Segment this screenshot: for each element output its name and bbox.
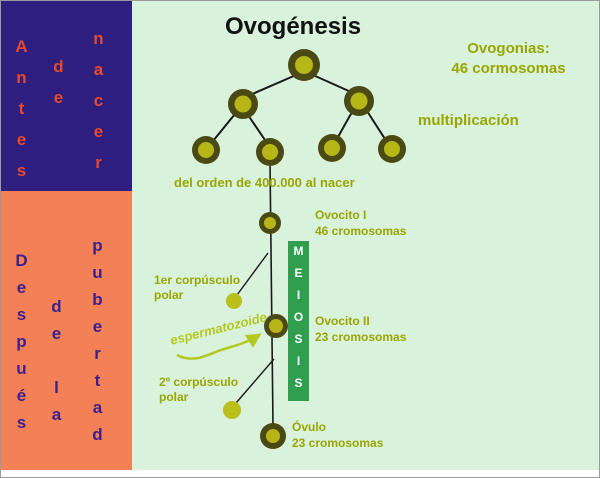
vertical-label-de: de — [49, 57, 68, 119]
ovogonias-label-line1: Ovogonias: — [467, 40, 550, 57]
meiosis-banner-text: MEIOSIS — [291, 244, 306, 398]
sperm-tail-arrow — [176, 333, 262, 360]
polar-body-2-branch — [235, 358, 275, 404]
page-title: Ovogénesis — [225, 13, 362, 40]
ovocito-1-label: Ovocito I 46 cromosomas — [315, 207, 406, 239]
panel-after-puberty: Después de la pubertad — [1, 191, 132, 470]
polar-body-1-line1: 1er corpúsculo — [154, 273, 241, 287]
ovocito-2-nucleus — [269, 319, 283, 333]
meiosis-banner: MEIOSIS — [288, 241, 309, 401]
meiosis-cells — [223, 212, 288, 449]
ovulo-chromosomes: 23 cromosomas — [292, 436, 384, 450]
connector-line — [212, 113, 236, 142]
connector-line — [312, 74, 352, 93]
connector-line — [366, 110, 386, 140]
polar-body-1-label: 1er corpúsculo polar — [154, 273, 240, 303]
ovocito-1-chromosomes: 46 cromosomas — [315, 224, 407, 238]
ovulo-name: Óvulo — [292, 420, 327, 434]
ovogonia-nucleus — [295, 56, 313, 74]
connector-line — [247, 114, 266, 141]
ovocito-1-name: Ovocito I — [315, 208, 367, 222]
polar-body-2-label: 2º corpúsculo polar — [159, 375, 238, 405]
vertical-label-pubertad: pubertad — [88, 236, 107, 452]
ovogonia-nucleus — [262, 144, 278, 160]
tree-connectors — [212, 74, 386, 427]
polar-body-1-branch — [236, 252, 269, 296]
ovogonia-nucleus — [198, 142, 214, 158]
connector-line — [337, 111, 353, 138]
ovogonias-label: Ovogonias: 46 cormosomas — [426, 39, 591, 79]
meiosis-axis-line — [269, 160, 274, 427]
connector-line — [249, 74, 297, 96]
ovogonia-nucleus — [234, 95, 252, 113]
polar-body-2 — [223, 401, 241, 419]
polar-body-2-line1: 2º corpúsculo — [159, 375, 239, 389]
ovogonia-nucleus — [324, 140, 340, 156]
ovogonia-nucleus — [384, 141, 400, 157]
polar-body-2-line2: polar — [159, 390, 189, 404]
main-background — [132, 1, 599, 470]
vertical-label-de-la: de la — [47, 297, 66, 432]
at-birth-count-label: del orden de 400.000 al nacer — [174, 175, 355, 190]
panel-before-birth: Antes de nacer — [1, 1, 132, 192]
ovogonias-label-line2: 46 cormosomas — [451, 60, 566, 77]
ovulo-nucleus — [266, 429, 280, 443]
polar-body-1 — [226, 293, 242, 309]
ovogonia-nucleus — [350, 92, 368, 110]
polar-body-1-line2: polar — [154, 288, 184, 302]
ovocito-2-label: Ovocito II 23 cromosomas — [315, 313, 406, 345]
vertical-label-despues: Después — [12, 251, 31, 440]
ovocito-1-nucleus — [264, 217, 276, 229]
ovocito-2-name: Ovocito II — [315, 314, 370, 328]
vertical-label-nacer: nacer — [89, 29, 108, 184]
ovulo-label: Óvulo 23 cromosomas — [292, 419, 383, 451]
bottom-margin — [1, 470, 599, 477]
ovocito-2-chromosomes: 23 cromosomas — [315, 330, 407, 344]
vertical-label-antes: Antes — [12, 37, 31, 192]
multiplication-label: multiplicación — [418, 112, 519, 129]
ovogonia-cells — [192, 49, 406, 166]
